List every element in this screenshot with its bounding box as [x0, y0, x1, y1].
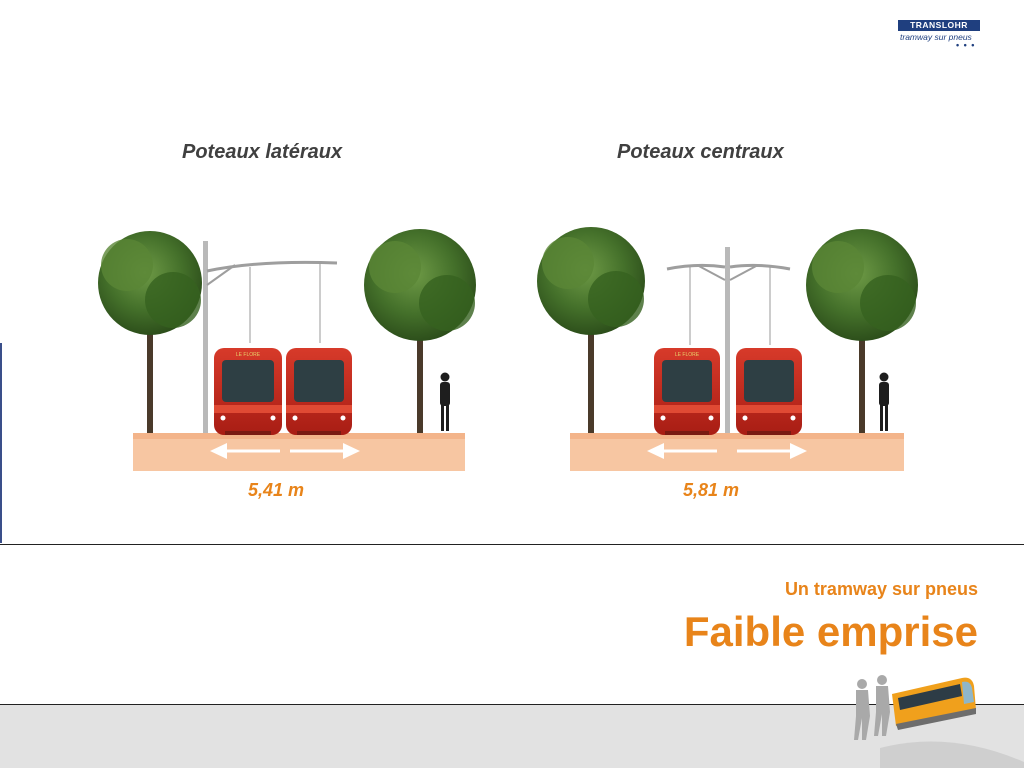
slide-subtitle: Un tramway sur pneus — [784, 579, 978, 599]
silhouettes — [854, 675, 890, 740]
tram-right — [286, 348, 352, 435]
translohr-logo: TRANSLOHR tramway sur pneus • • • — [898, 20, 982, 50]
width-arrows — [647, 443, 807, 459]
logo-brand: TRANSLOHR — [910, 20, 968, 30]
width-arrows — [210, 443, 360, 459]
left-accent-line — [0, 343, 2, 543]
lateral-pole — [203, 241, 338, 433]
pedestrian — [879, 372, 889, 431]
footer-divider-line — [0, 704, 1024, 705]
width-label-central: 5,81 m — [683, 480, 740, 500]
tree-left — [537, 227, 645, 433]
tram-icon — [892, 677, 976, 730]
width-label-lateral: 5,41 m — [248, 480, 305, 500]
tram-illustration — [854, 675, 1024, 768]
tram-sign-left: LE FLORE — [236, 352, 261, 358]
tree-left — [98, 231, 202, 433]
diagram-lateral-poles: LE FLORE — [98, 229, 476, 471]
pedestrian — [440, 372, 450, 431]
tram-right — [736, 348, 802, 435]
divider-line — [0, 544, 1024, 545]
slide-title: Faible emprise — [683, 608, 978, 655]
logo-tagline: tramway sur pneus — [900, 32, 972, 42]
tree-right — [806, 229, 918, 433]
footer-band — [0, 705, 1024, 768]
heading-lateral-poles: Poteaux latéraux — [182, 141, 343, 163]
tram-left — [214, 348, 282, 435]
logo-dots: • • • — [956, 40, 976, 50]
tram-left — [654, 348, 720, 435]
tram-sign-left: LE FLORE — [675, 352, 700, 358]
logo-bar — [898, 20, 980, 31]
tree-right — [364, 229, 476, 433]
central-pole — [666, 247, 791, 433]
heading-central-poles: Poteaux centraux — [617, 141, 784, 163]
diagram-central-poles: LE FLORE — [537, 227, 918, 471]
